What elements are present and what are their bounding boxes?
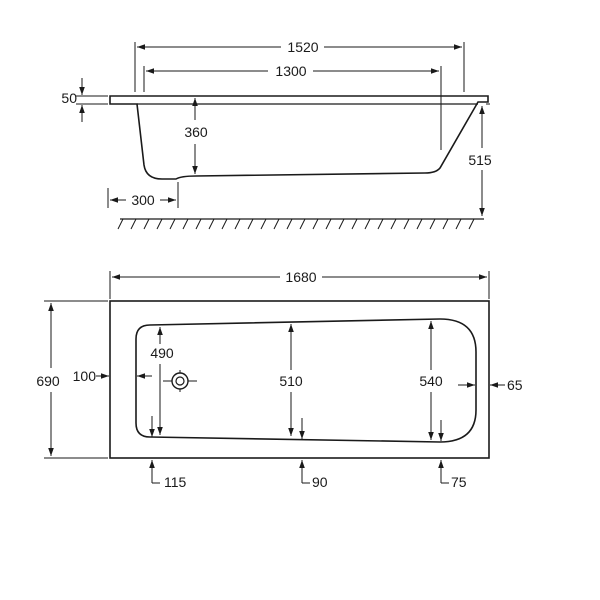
label-top-bottom-margin-right: 75 [451,474,467,490]
top-view: 1680 690 100 65 490 [36,269,522,490]
floor-hatching [117,218,484,230]
label-side-drain-offset: 300 [131,192,155,208]
label-top-overall-width: 690 [36,373,60,389]
dim-side-drain-offset: 300 [107,182,179,208]
dim-top-inner-width-right: 540 [419,321,443,440]
label-side-rim-height: 50 [61,90,77,106]
label-top-inner-width-middle: 510 [279,373,303,389]
dim-top-inner-width-middle: 510 [279,324,303,436]
dim-top-bottom-margin-middle: 90 [299,418,328,490]
label-top-bottom-margin-middle: 90 [312,474,328,490]
label-top-bottom-margin-left: 115 [164,474,187,490]
label-side-overall-length: 1520 [287,39,318,55]
top-outer-rim [109,300,490,459]
dim-top-overall-width: 690 [36,300,108,459]
drain-icon [163,370,197,392]
top-inner-basin [135,318,477,443]
dim-side-depth: 360 [184,98,208,174]
dim-side-total-height: 515 [468,103,492,216]
label-top-left-margin: 100 [73,368,97,384]
dim-top-left-margin: 100 [73,368,152,384]
dim-top-inner-width-left: 490 [150,327,174,435]
label-top-inner-width-left: 490 [150,345,174,361]
label-side-inner-length: 1300 [275,63,306,79]
dim-side-inner-length: 1300 [143,63,442,150]
label-top-right-margin: 65 [507,377,523,393]
dim-side-rim-height: 50 [61,78,108,122]
label-top-inner-width-right: 540 [419,373,443,389]
label-top-overall-length: 1680 [285,269,316,285]
dim-top-overall-length: 1680 [109,269,490,299]
dim-side-overall-length: 1520 [134,39,465,92]
label-side-total-height: 515 [468,152,492,168]
dim-top-bottom-margin-left: 115 [149,416,187,490]
side-view: 1520 1300 50 360 515 [61,39,492,230]
dim-top-bottom-margin-right: 75 [438,420,467,490]
label-side-depth: 360 [184,124,208,140]
dim-top-right-margin: 65 [458,377,523,393]
side-profile-outline [109,95,489,180]
